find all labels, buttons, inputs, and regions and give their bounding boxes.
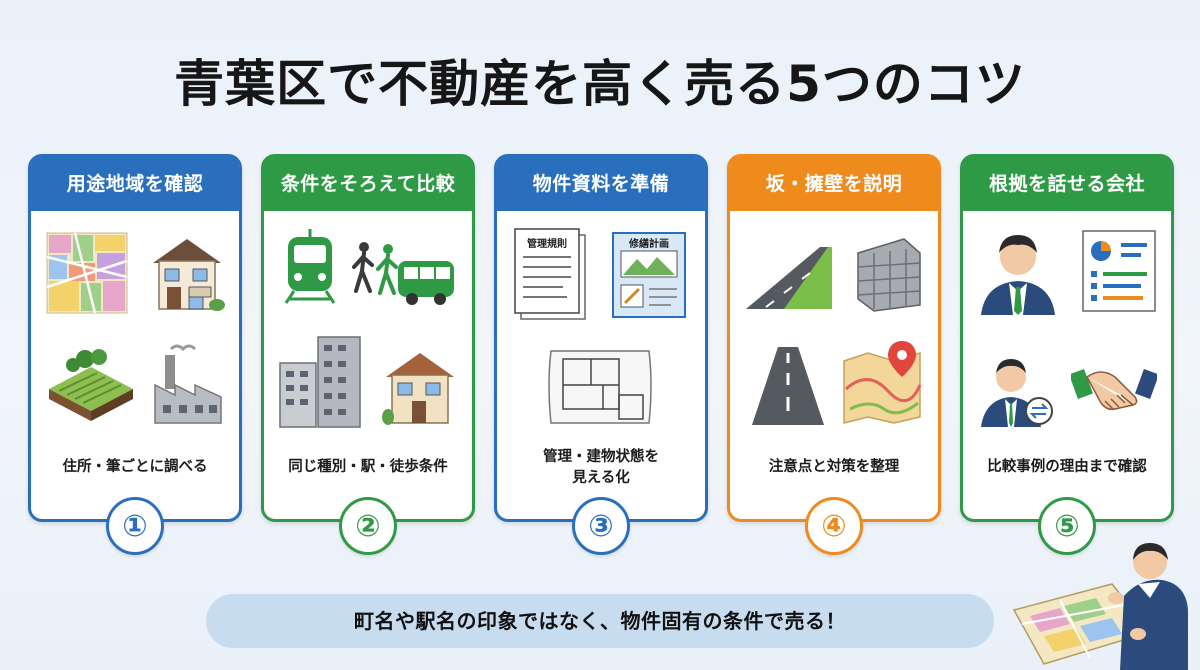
tip-card-caption: 注意点と対策を整理 <box>768 459 900 476</box>
consultant-icon <box>981 359 1053 427</box>
tip-card-caption: 管理・建物状態を 見える化 <box>501 443 701 493</box>
map-pin-icon <box>843 341 922 424</box>
tip-number-badge: ① <box>106 497 164 555</box>
caption-line-2: 見える化 <box>572 470 630 486</box>
train-icon <box>284 229 336 304</box>
tip-card-3: 物件資料を準備 管理規則 <box>494 154 708 555</box>
factory-icon <box>154 344 222 424</box>
tip-card-2: 条件をそろえて比較 <box>261 154 475 555</box>
walking-people-icon <box>352 242 398 295</box>
plan-document-label: 修繕計画 <box>629 239 669 250</box>
tip-card-caption: 住所・筆ごとに調べる <box>62 459 208 476</box>
tip-card-header: 坂・擁壁を説明 <box>730 157 938 211</box>
plan-document-icon <box>612 232 686 318</box>
tip-number-badge: ④ <box>805 497 863 555</box>
tip-card-illustration <box>744 227 924 437</box>
tip-card-illustration: 管理規則 修繕計画 <box>511 227 691 437</box>
tip-card-illustration <box>45 227 225 437</box>
apartment-buildings-icon <box>279 336 361 428</box>
caption-line-1: 管理・建物状態を <box>543 448 659 465</box>
page-title: 青葉区で不動産を高く売る5つのコツ <box>174 55 1026 113</box>
slope-road-icon <box>746 247 832 309</box>
document-icon <box>514 228 586 320</box>
house-icon <box>153 239 225 311</box>
summary-banner: 町名や駅名の印象ではなく、物件固有の条件で売る！ <box>206 594 994 648</box>
tip-card-header: 条件をそろえて比較 <box>264 157 472 211</box>
tip-card-1: 用途地域を確認 <box>28 154 242 555</box>
house-icon <box>382 353 454 425</box>
tip-card-illustration <box>278 227 458 437</box>
tip-card-5: 根拠を話せる会社 <box>960 154 1174 555</box>
tip-card-caption: 同じ種別・駅・徒歩条件 <box>288 459 448 476</box>
tip-card-header: 用途地域を確認 <box>31 157 239 211</box>
handshake-icon <box>1071 369 1157 411</box>
tip-number-badge: ② <box>339 497 397 555</box>
businessman-icon <box>981 235 1055 315</box>
tips-cards: 用途地域を確認 <box>28 154 1174 564</box>
document-label: 管理規則 <box>527 239 567 250</box>
tip-card-4: 坂・擁壁を説明 <box>727 154 941 555</box>
tip-number-badge: ③ <box>572 497 630 555</box>
tip-number-badge: ⑤ <box>1038 497 1096 555</box>
tip-card-header: 根拠を話せる会社 <box>963 157 1171 211</box>
tip-card-header: 物件資料を準備 <box>497 157 705 211</box>
zoning-map-icon <box>46 232 128 314</box>
tip-card-illustration <box>977 227 1157 437</box>
flat-road-icon <box>752 347 824 425</box>
tip-card-caption: 比較事例の理由まで確認 <box>987 459 1147 476</box>
report-icon <box>1082 230 1156 312</box>
person-holding-map-icon <box>1012 543 1188 670</box>
retaining-wall-icon <box>857 238 921 312</box>
floor-plan-icon <box>548 350 652 424</box>
bus-icon <box>398 261 454 305</box>
farmland-icon <box>49 349 133 421</box>
